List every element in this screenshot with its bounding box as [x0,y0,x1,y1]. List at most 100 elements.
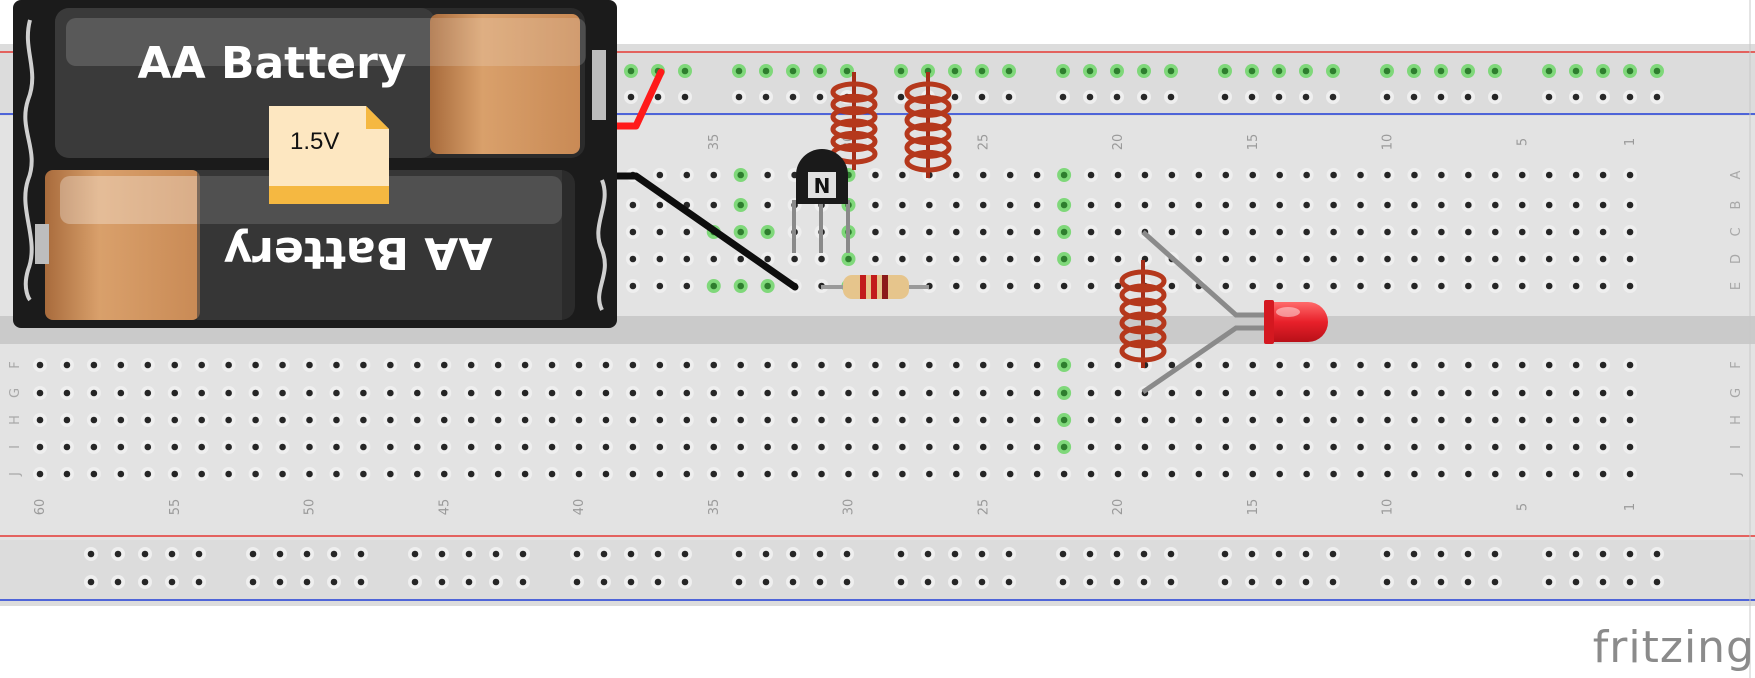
terminal-hole-pin [1330,470,1337,478]
rail-hole-pin [1113,578,1121,586]
terminal-hole-pin [1626,361,1634,369]
terminal-hole-pin [1249,282,1257,290]
terminal-hole-pin [1599,416,1607,424]
rail-hole-pin [1653,93,1661,101]
terminal-hole-pin [1411,416,1418,424]
note-fold [366,106,389,129]
terminal-hole-pin [575,443,583,451]
terminal-hole-pin [791,416,798,424]
rail-hole-pin [735,578,743,586]
voltage-note[interactable] [269,106,389,204]
terminal-hole-pin [899,361,906,369]
terminal-hole-pin [1518,361,1526,369]
rail-hole-pin [1302,550,1310,558]
terminal-hole-pin [1330,201,1337,209]
terminal-hole-pin [1276,282,1283,290]
terminal-hole-pin [1114,416,1122,424]
terminal-hole-pin [1276,361,1283,369]
terminal-hole-pin [1599,171,1607,179]
terminal-hole-pin [737,171,744,179]
rail-hole-pin [789,67,797,75]
terminal-hole-pin [1599,255,1607,263]
terminal-hole-pin [979,282,987,290]
rail-hole-pin [114,550,122,558]
terminal-hole-pin [1114,389,1122,397]
terminal-hole-pin [979,470,987,478]
terminal-hole-pin [171,470,179,478]
terminal-hole-pin [818,361,825,369]
terminal-hole-pin [1330,389,1337,397]
rail-hole-pin [1005,67,1013,75]
led[interactable] [1141,230,1328,395]
terminal-hole-pin [440,389,448,397]
terminal-hole-pin [360,416,367,424]
terminal-hole-pin [1222,201,1230,209]
npn-transistor[interactable]: N [792,149,850,253]
terminal-hole-pin [467,416,475,424]
terminal-hole-pin [575,389,583,397]
rail-hole-pin [1221,93,1229,101]
rail-hole-pin [1221,67,1229,75]
terminal-hole-pin [1545,443,1553,451]
coil-inductor-2[interactable] [904,72,952,178]
terminal-hole-pin [1303,361,1310,369]
terminal-hole-pin [1114,255,1122,263]
terminal-hole-pin [252,416,259,424]
led-rim [1264,300,1274,344]
terminal-hole-pin [1572,389,1580,397]
terminal-hole-pin [818,255,825,263]
terminal-hole-pin [1195,228,1203,236]
terminal-hole-pin [1303,282,1310,290]
rail-hole-pin [1275,93,1283,101]
rail-hole-pin [1167,67,1175,75]
rail-hole-pin [1491,93,1499,101]
terminal-hole-pin [1545,282,1553,290]
terminal-hole-pin [629,416,637,424]
terminal-hole-pin [1357,416,1364,424]
terminal-hole-pin [1195,201,1203,209]
terminal-hole-pin [1438,389,1445,397]
terminal-hole-pin [1599,361,1607,369]
rail-hole-pin [1437,550,1445,558]
row-letter: I [8,445,23,449]
terminal-hole-pin [467,389,475,397]
terminal-hole-pin [1518,470,1526,478]
rail-hole-pin [1140,578,1148,586]
rail-hole-pin [1626,578,1634,586]
column-number-bottom: 1 [1623,503,1638,511]
terminal-hole-pin [494,389,502,397]
terminal-hole-pin [1276,443,1283,451]
terminal-hole-pin [1087,361,1095,369]
transistor-leg-ends [792,234,850,253]
coil-inductor-3[interactable] [1119,260,1167,368]
red-wire[interactable] [611,68,665,130]
terminal-hole-pin [629,282,637,290]
terminal-hole-pin [710,255,718,263]
terminal-hole-pin [764,470,771,478]
battery-holder[interactable]: AA Battery AA Battery [13,0,617,328]
terminal-hole-pin [1249,389,1257,397]
terminal-hole-pin [737,470,744,478]
rail-hole-pin [1329,578,1337,586]
terminal-hole-pin [306,389,313,397]
rail-hole-pin [951,93,959,101]
terminal-hole-pin [1492,282,1499,290]
black-wire[interactable] [611,172,799,291]
terminal-hole-pin [764,282,771,290]
rail-hole-pin [1572,550,1580,558]
terminal-hole-pin [872,361,879,369]
terminal-hole-pin [1626,416,1634,424]
terminal-hole-pin [1357,201,1364,209]
terminal-hole-pin [198,470,205,478]
transistor-badge [808,172,836,198]
terminal-hole-pin [1168,282,1176,290]
terminal-hole-pin [602,470,610,478]
terminal-hole-pin [1033,171,1041,179]
resistor[interactable] [821,275,929,299]
terminal-hole-pin [764,389,771,397]
rail-hole-pin [1545,67,1553,75]
terminal-hole-pin [1572,201,1580,209]
rail-hole-pin [1599,67,1607,75]
rail-hole-pin [816,578,824,586]
rail-hole-pin [1437,93,1445,101]
